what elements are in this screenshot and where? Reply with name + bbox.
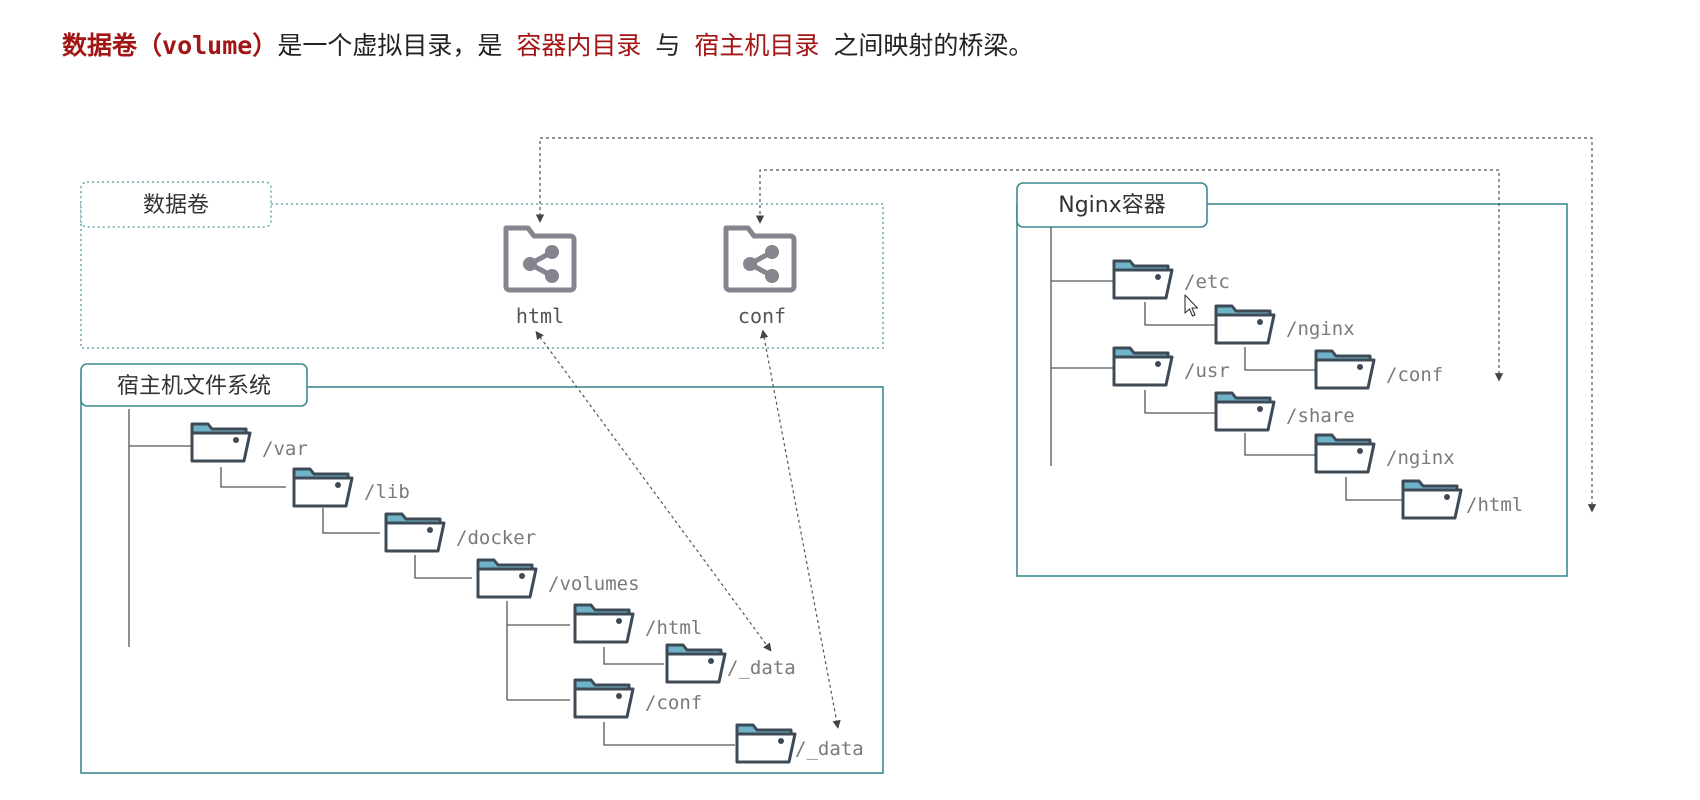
container-path-share: /share [1286,405,1355,427]
folder-icon [476,558,538,599]
host-path-conf-data: /_data [795,738,864,760]
container-path-html: /html [1466,494,1523,516]
folder-icon [665,643,727,684]
host-box-border [80,386,884,774]
host-path-lib: /lib [364,481,410,503]
folder-icon [1112,259,1174,300]
container-path-share-nginx: /nginx [1386,447,1455,469]
volume-box-border [80,203,884,349]
arrow-container-conf-to-volume [755,169,1504,382]
headline: 数据卷（volume）是一个虚拟目录，是容器内目录与宿主机目录之间映射的桥梁。 [62,26,1033,62]
host-filesystem-box: 宿主机文件系统 /var /lib /docker /volumes /html… [80,363,884,774]
host-path-html-data: /_data [727,657,796,679]
container-path-etc: /etc [1184,271,1230,293]
volume-box: 数据卷 html conf [80,181,884,349]
host-box-title-tab [80,363,308,407]
shared-folder-icon [726,228,794,290]
nginx-container-box: Nginx容器 /etc /nginx /conf /usr /share /n… [1016,182,1568,577]
headline-part3: 之间映射的桥梁。 [833,31,1034,60]
folder-icon [1314,433,1376,474]
headline-part2: 与 [655,31,681,60]
headline-term: 数据卷 [62,31,138,60]
host-tree-lines [128,409,735,746]
arrow-volume-conf-to-host [760,329,841,729]
mouse-cursor-icon [1184,294,1199,317]
container-path-etc-nginx: /nginx [1286,318,1355,340]
folder-icon [190,422,252,463]
mapping-arrows [535,137,1597,729]
folder-icon [735,723,797,764]
arrow-volume-html-to-host [535,330,772,652]
headline-part1: 是一个虚拟目录，是 [277,31,503,60]
headline-highlight-host-dir: 宿主机目录 [694,31,820,60]
folder-icon [1214,304,1276,345]
volume-conf-label: conf [738,304,786,328]
folder-icon [1214,391,1276,432]
headline-highlight-container-dir: 容器内目录 [516,31,642,60]
container-box-title: Nginx容器 [1058,193,1166,218]
folder-icon [384,512,446,553]
volume-box-title-tab [80,181,272,228]
host-path-volumes: /volumes [548,573,640,595]
folder-icon [292,467,354,508]
host-path-conf: /conf [645,692,702,714]
volume-box-title: 数据卷 [143,193,209,218]
host-box-title: 宿主机文件系统 [117,374,271,399]
volume-html-label: html [516,304,564,328]
folder-icon [573,603,635,644]
headline-term-en: （volume） [137,31,278,60]
folder-icon [573,678,635,719]
host-path-docker: /docker [456,527,536,549]
arrow-container-html-to-volume [535,137,1597,513]
folder-icon [1401,479,1463,520]
folder-icon [1314,349,1376,390]
container-box-border [1016,203,1568,577]
host-path-var: /var [262,438,308,460]
host-path-html: /html [645,617,702,639]
container-path-usr: /usr [1184,360,1230,382]
shared-folder-icon [506,228,574,290]
container-path-conf: /conf [1386,364,1443,386]
folder-icon [1112,346,1174,387]
